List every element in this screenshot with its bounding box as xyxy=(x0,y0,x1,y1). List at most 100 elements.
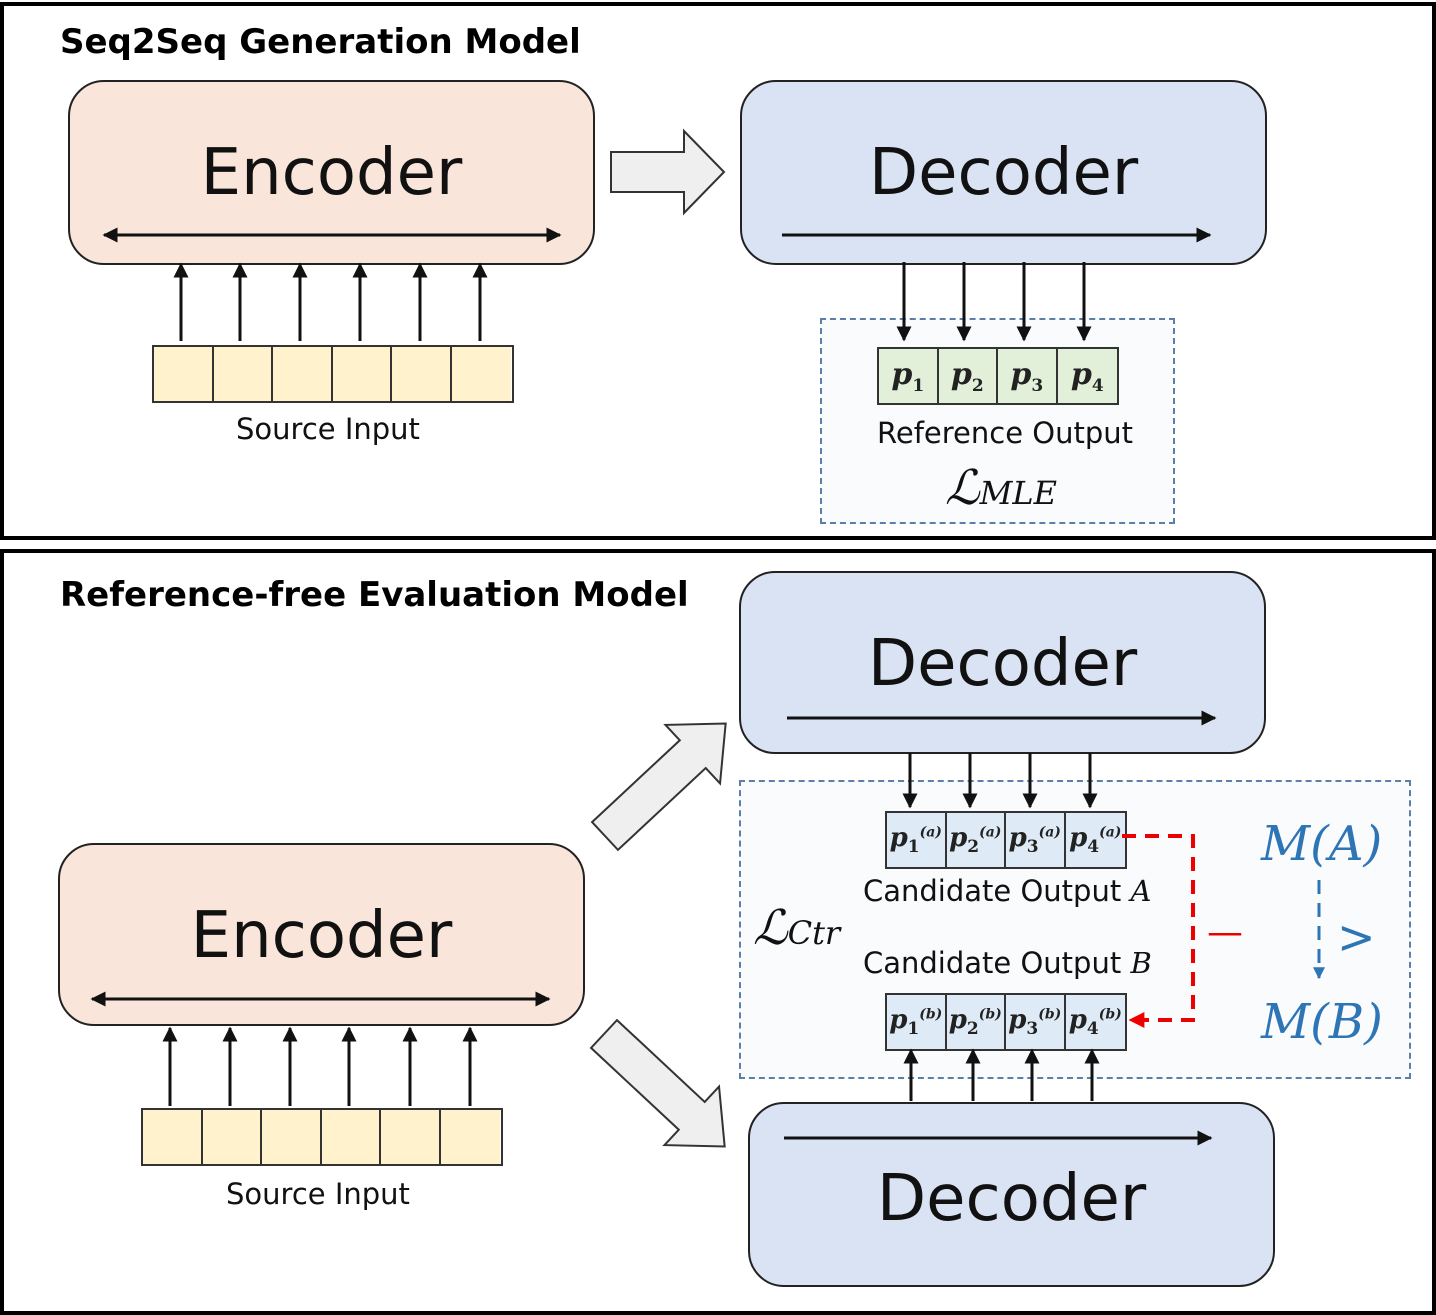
token-index: 1 xyxy=(907,837,920,858)
reference-token: p3 xyxy=(998,349,1058,403)
contrastive-arrow xyxy=(1122,834,1195,1028)
reference-token: p1 xyxy=(879,349,939,403)
candidate-a-caption: Candidate Output A xyxy=(863,874,1151,908)
decoder-bottom-block: Decoder xyxy=(748,1102,1275,1287)
candidate-a-token: p1(a) xyxy=(887,813,947,867)
candidate-a-caption-text: Candidate Output xyxy=(863,874,1131,908)
difference-sign: — xyxy=(1207,912,1243,953)
decoder-top-label: Decoder xyxy=(867,627,1138,701)
candidate-b-token: p3(b) xyxy=(1006,995,1066,1049)
reference-token: p4 xyxy=(1057,349,1117,403)
token-index: 4 xyxy=(1086,1019,1099,1040)
source-token xyxy=(440,1110,500,1164)
token-index: 3 xyxy=(1026,1019,1039,1040)
token-index: 3 xyxy=(1026,837,1039,858)
encoder-to-decoder-bottom-arrow xyxy=(589,1018,726,1148)
token-superscript: (a) xyxy=(919,824,942,841)
loss-symbol: ℒ xyxy=(945,460,980,516)
token-base: p xyxy=(950,356,972,392)
encoder-label: Encoder xyxy=(190,899,453,973)
token-base: p xyxy=(948,1004,967,1035)
source-token xyxy=(321,1110,381,1164)
source-input-sequence xyxy=(141,1108,503,1166)
source-token xyxy=(381,1110,441,1164)
token-base: p xyxy=(1010,356,1032,392)
candidate-b-token: p1(b) xyxy=(887,995,947,1049)
token-index: 1 xyxy=(912,375,925,396)
metric-b-label: M(B) xyxy=(1261,994,1383,1050)
token-index: 2 xyxy=(971,375,984,396)
token-superscript: (b) xyxy=(919,1006,943,1023)
source-token xyxy=(451,347,511,401)
decoder-top-block: Decoder xyxy=(739,571,1266,754)
mle-loss-box: p1 p2 p3 p4 Reference Output ℒMLE xyxy=(820,318,1175,524)
token-superscript: (a) xyxy=(1099,824,1122,841)
contrastive-loss-box: p1(a) p2(a) p3(a) p4(a) Candidate Output… xyxy=(739,780,1411,1079)
panel-title: Reference-free Evaluation Model xyxy=(60,575,689,615)
token-base: p xyxy=(1070,356,1092,392)
token-index: 4 xyxy=(1087,837,1100,858)
encoder-label: Encoder xyxy=(200,136,463,210)
reference-token: p2 xyxy=(938,349,998,403)
candidate-a-token: p3(a) xyxy=(1006,813,1066,867)
source-token xyxy=(213,347,273,401)
metric-a-label: M(A) xyxy=(1261,816,1383,872)
decoder-to-reference-arrows xyxy=(896,262,1092,342)
reference-output-caption: Reference Output xyxy=(877,416,1133,450)
source-input-caption: Source Input xyxy=(236,412,420,446)
source-token xyxy=(143,1110,203,1164)
decoder-label: Decoder xyxy=(868,136,1139,210)
greater-than-sign: > xyxy=(1337,910,1376,964)
token-base: p xyxy=(889,822,908,853)
candidate-a-token: p2(a) xyxy=(946,813,1006,867)
token-base: p xyxy=(889,1004,908,1035)
reference-output-sequence: p1 p2 p3 p4 xyxy=(877,347,1119,405)
token-index: 3 xyxy=(1031,375,1044,396)
loss-subscript: MLE xyxy=(979,474,1057,512)
loss-symbol: ℒ xyxy=(753,900,788,956)
source-token xyxy=(154,347,214,401)
token-index: 1 xyxy=(907,1019,920,1040)
mle-loss-label: ℒMLE xyxy=(945,460,1057,516)
token-index: 2 xyxy=(966,1019,979,1040)
token-superscript: (b) xyxy=(1038,1006,1062,1023)
source-input-caption: Source Input xyxy=(226,1177,410,1211)
token-base: p xyxy=(891,356,913,392)
contrastive-loss-label: ℒCtr xyxy=(753,900,840,956)
source-input-sequence xyxy=(152,345,514,403)
token-superscript: (b) xyxy=(1098,1006,1122,1023)
token-index: 4 xyxy=(1091,375,1104,396)
token-superscript: (b) xyxy=(978,1006,1002,1023)
candidate-b-token: p4(b) xyxy=(1065,995,1125,1049)
source-token xyxy=(332,347,392,401)
candidate-b-caption-text: Candidate Output xyxy=(863,946,1131,980)
encoder-to-decoder-top-arrow xyxy=(590,722,727,852)
candidate-a-var: A xyxy=(1130,874,1152,908)
decoder-to-candidate-b-arrows xyxy=(903,1048,1100,1101)
loss-subscript: Ctr xyxy=(787,914,841,952)
decoder-bottom-label: Decoder xyxy=(876,1162,1147,1236)
token-superscript: (a) xyxy=(979,824,1002,841)
source-to-encoder-arrows xyxy=(162,1026,478,1106)
candidate-b-token: p2(b) xyxy=(946,995,1006,1049)
token-base: p xyxy=(1068,1004,1087,1035)
evaluation-panel: Reference-free Evaluation Model Decoder … xyxy=(0,549,1436,1315)
decoder-to-candidate-a-arrows xyxy=(902,753,1098,809)
token-base: p xyxy=(1069,822,1088,853)
candidate-b-caption: Candidate Output B xyxy=(863,946,1152,980)
candidate-b-var: B xyxy=(1130,946,1152,980)
token-superscript: (a) xyxy=(1038,824,1061,841)
source-token xyxy=(202,1110,262,1164)
candidate-a-sequence: p1(a) p2(a) p3(a) p4(a) xyxy=(885,811,1127,869)
source-token xyxy=(392,347,452,401)
panel-title: Seq2Seq Generation Model xyxy=(60,22,581,62)
encoder-to-decoder-arrow xyxy=(610,128,726,216)
source-to-encoder-arrows xyxy=(173,262,488,341)
token-index: 2 xyxy=(967,837,980,858)
token-base: p xyxy=(949,822,968,853)
token-base: p xyxy=(1008,822,1027,853)
source-token xyxy=(273,347,333,401)
source-token xyxy=(262,1110,322,1164)
candidate-b-sequence: p1(b) p2(b) p3(b) p4(b) xyxy=(885,993,1127,1051)
